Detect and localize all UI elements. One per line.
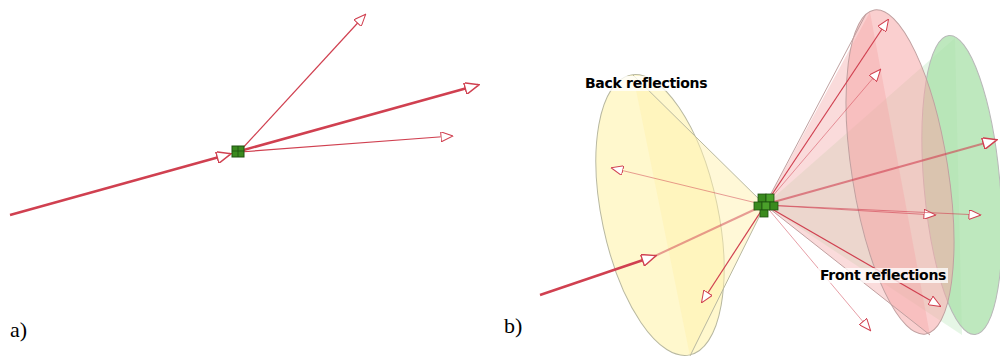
crystal — [232, 146, 244, 157]
panel-b — [540, 3, 1000, 364]
panel-letter: b) — [504, 314, 522, 338]
crystal-cluster — [754, 194, 778, 217]
panel-letter: a) — [10, 318, 27, 342]
callout-label: Front reflections — [818, 268, 948, 283]
panel-a — [10, 15, 478, 215]
callout-label: Back reflections — [583, 76, 709, 91]
